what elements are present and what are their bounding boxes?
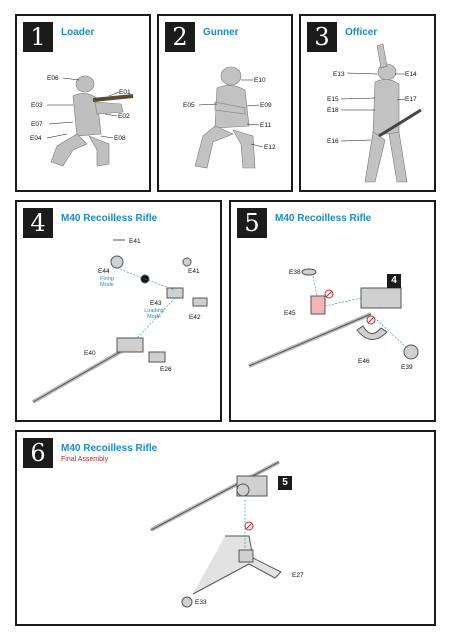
- firing-mode-note: Firing Mode: [100, 276, 114, 288]
- step-4-diagram: [32, 239, 208, 404]
- step-title: Gunner: [203, 27, 239, 38]
- step-1-panel: 1 Loader E06 E01 E03 E02 E07 E04 E08: [15, 14, 151, 192]
- part-label: E15: [327, 96, 339, 103]
- part-label: E07: [31, 121, 43, 128]
- step-reference-badge: 5: [278, 476, 292, 490]
- step-title: M40 Recoilless Rifle: [275, 213, 372, 224]
- part-label: E10: [254, 77, 266, 84]
- part-label: E01: [119, 89, 131, 96]
- step-subtitle: Final Assembly: [61, 456, 109, 463]
- step-6-diagram: [150, 460, 282, 608]
- part-label: E13: [333, 71, 345, 78]
- part-label: E08: [114, 135, 126, 142]
- part-label: E03: [31, 102, 43, 109]
- step-title: Officer: [345, 27, 378, 38]
- part-label: E16: [327, 138, 339, 145]
- step-title: M40 Recoilless Rifle: [61, 213, 158, 224]
- step-6-panel: 6 M40 Recoilless Rifle Final Assembly 5 …: [15, 430, 436, 626]
- step-number: 5: [237, 208, 267, 238]
- step-5-diagram: [248, 268, 419, 368]
- part-label: E06: [47, 75, 59, 82]
- step-3-panel: 3 Officer E13 E14 E15 E18 E17 E16: [299, 14, 436, 192]
- part-label: E12: [264, 144, 276, 151]
- part-label: E42: [189, 314, 201, 321]
- step-4-panel: 4 M40 Recoilless Rifle E41 E44 Firing Mo…: [15, 200, 222, 422]
- part-label: E33: [195, 599, 207, 606]
- part-label: E26: [160, 366, 172, 373]
- part-label: E41: [129, 238, 141, 245]
- part-label: E11: [260, 122, 272, 129]
- part-label: E43: [150, 300, 162, 307]
- part-label: E27: [292, 572, 304, 579]
- part-label: E18: [327, 107, 339, 114]
- step-title: Loader: [61, 27, 95, 38]
- part-label: E02: [118, 113, 130, 120]
- part-label: E44: [98, 268, 110, 275]
- officer-figure: [340, 43, 422, 183]
- part-label: E04: [30, 135, 42, 142]
- loader-figure: [46, 75, 134, 167]
- part-label: E05: [183, 102, 195, 109]
- part-label: E40: [84, 350, 96, 357]
- part-label: E09: [260, 102, 272, 109]
- part-label: E17: [405, 96, 417, 103]
- step-number: 4: [23, 208, 53, 238]
- gunner-figure: [194, 66, 264, 169]
- part-label: E41: [188, 268, 200, 275]
- part-label: E45: [284, 310, 296, 317]
- part-label: E38: [289, 269, 301, 276]
- step-title: M40 Recoilless Rifle: [61, 443, 158, 454]
- part-label: E39: [401, 364, 413, 371]
- part-label: E46: [358, 358, 370, 365]
- step-2-panel: 2 Gunner E10 E05 E09 E11 E12: [157, 14, 293, 192]
- step-reference-badge: 4: [387, 274, 401, 288]
- step-number: 2: [165, 22, 195, 52]
- step-number: 1: [23, 22, 53, 52]
- step-number: 3: [307, 22, 337, 52]
- part-label: E14: [405, 71, 417, 78]
- step-number: 6: [23, 438, 53, 468]
- loading-mode-note: Loading Mode: [144, 308, 164, 320]
- step-5-panel: 5 M40 Recoilless Rifle 4 E38 E45 E46 E39: [229, 200, 436, 422]
